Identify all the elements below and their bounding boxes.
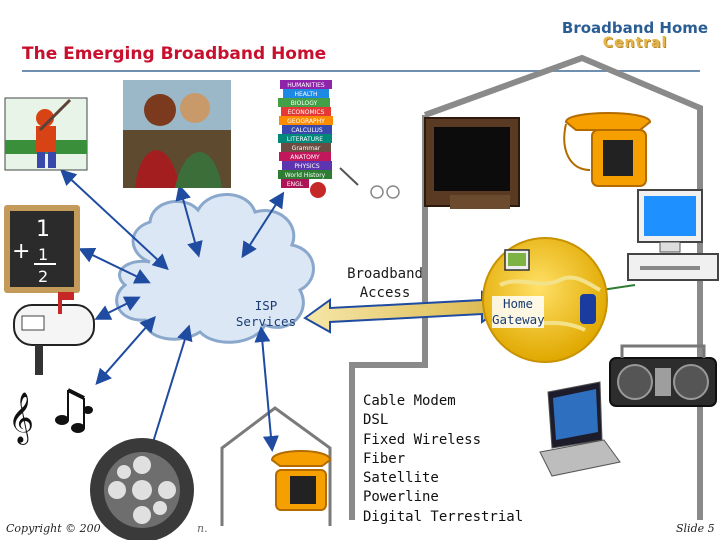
computer-icon xyxy=(627,189,719,281)
books-icon: HUMANITIES HEALTH BIOLOGY ECONOMICS GEOG… xyxy=(278,80,400,199)
book-title-3: BIOLOGY xyxy=(291,100,318,107)
slide-number: Slide 5 xyxy=(676,522,715,535)
math-symbol-3: 1 xyxy=(38,245,48,264)
slide-title: The Emerging Broadband Home xyxy=(22,44,327,64)
arrow-film xyxy=(145,324,193,456)
access-tech-item: Fiber xyxy=(363,450,406,467)
arrow-music xyxy=(95,315,156,386)
access-technologies-list: Cable Modem DSL Fixed Wireless Fiber Sat… xyxy=(363,392,523,527)
boombox-icon xyxy=(609,344,717,407)
book-title-5: GEOGRAPHY xyxy=(287,118,325,125)
book-title-4: ECONOMICS xyxy=(288,109,325,116)
access-tech-item: DSL xyxy=(363,412,389,429)
arrow-mail xyxy=(94,296,141,320)
isp-label-line-2: Services xyxy=(235,314,297,329)
access-label-line-1: Broadband xyxy=(347,266,423,282)
film-reel-icon xyxy=(90,438,194,540)
access-label-line-2: Access xyxy=(359,285,411,301)
arrow-books xyxy=(241,191,285,259)
svg-text:𝄞: 𝄞 xyxy=(8,392,34,445)
book-title-8: Grammar xyxy=(292,145,321,152)
access-tech-item: Fixed Wireless xyxy=(363,431,482,448)
television-icon xyxy=(424,117,520,209)
painting-icon xyxy=(123,80,231,188)
math-symbol-4: 2 xyxy=(38,267,48,286)
logo-line-1: Broadband Home xyxy=(561,19,709,37)
isp-label-line-1: ISP xyxy=(254,298,278,313)
math-symbol-1: 1 xyxy=(36,217,50,242)
book-title-12: ENGL xyxy=(287,181,304,188)
book-title-10: PHYSICS xyxy=(294,163,320,170)
house-outline xyxy=(349,54,703,520)
book-title-9: ANATOMY xyxy=(290,154,320,161)
arrow-painting xyxy=(175,184,203,258)
baseball-player-icon xyxy=(4,97,88,171)
math-chalkboard-icon: 1 + 1 2 xyxy=(4,205,80,293)
arrow-baseball xyxy=(60,169,169,271)
access-tech-item: Digital Terrestrial xyxy=(363,508,524,525)
gateway-label-line-2: Gateway xyxy=(492,312,545,327)
isp-services-label: ISP Services xyxy=(226,298,306,330)
logo-line-2: Central xyxy=(602,35,668,51)
access-tech-item: Cable Modem xyxy=(363,393,456,409)
laptop-icon xyxy=(539,381,621,477)
book-title-1: HUMANITIES xyxy=(287,82,325,89)
book-title-6: CALCULUS xyxy=(291,127,323,134)
telephone-icon xyxy=(270,450,332,511)
gateway-label-line-1: Home xyxy=(502,296,534,311)
access-tech-item: Satellite xyxy=(363,470,439,487)
arrow-home-phone xyxy=(254,326,279,452)
math-symbol-2: + xyxy=(12,239,30,264)
music-notes-icon: 𝄞 xyxy=(8,388,93,445)
telephone-icon-2 xyxy=(563,112,652,187)
broadband-access-label: Broadband Access xyxy=(330,265,440,303)
truncated-footer-text: n. xyxy=(197,522,208,535)
mailbox-icon xyxy=(13,292,95,375)
arrow-math xyxy=(78,248,151,284)
access-tech-item: Powerline xyxy=(363,489,439,506)
book-title-11: World History xyxy=(285,172,326,179)
copyright-text: Copyright © 200 xyxy=(6,522,101,535)
book-title-7: LITERATURE xyxy=(287,136,323,143)
home-gateway-label: Home Gateway xyxy=(492,296,545,328)
title-rule xyxy=(22,70,700,72)
logo: Broadband Home Central xyxy=(560,20,710,60)
book-title-2: HEALTH xyxy=(294,91,317,98)
